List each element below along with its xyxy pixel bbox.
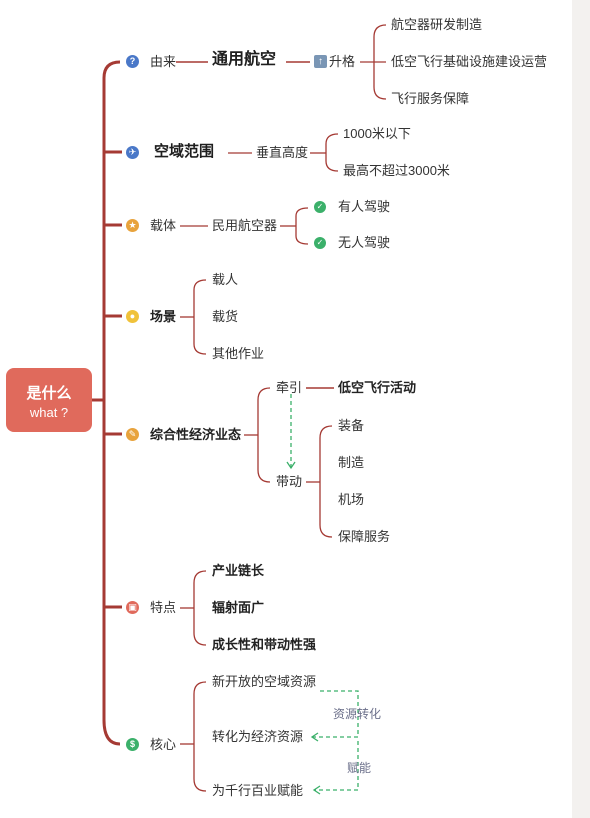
question-icon: ? (126, 55, 139, 68)
main-trunk (102, 60, 121, 746)
dollar-icon: $ (126, 738, 139, 751)
note-empower: 赋能 (347, 761, 372, 775)
bracket-scenario-leaves (193, 279, 207, 355)
leaf-aircraft-rd: 航空器研发制造 (391, 17, 483, 32)
leaf-airport: 机场 (338, 492, 365, 507)
traction-node: 牵引 (276, 380, 303, 395)
leaf-equipment: 装备 (338, 418, 365, 433)
leaf-economic-resource: 转化为经济资源 (212, 729, 304, 744)
bracket-aircraft-leaves (295, 207, 309, 245)
mindmap-canvas: 是什么 what ? ? 由来 通用航空 ↑ 升格 航空器研发制造 低空飞行基础… (0, 0, 572, 818)
leaf-low-altitude-flight: 低空飞行活动 (338, 380, 417, 395)
bracket-drive-leaves (319, 425, 333, 538)
leaf-max-3000m: 最高不超过3000米 (343, 163, 450, 178)
check-icon: ✓ (314, 237, 326, 249)
leaf-other-work: 其他作业 (212, 346, 265, 361)
leaf-support-service: 保障服务 (338, 529, 391, 544)
root-title: 是什么 (26, 385, 72, 402)
dashed-empower (314, 741, 359, 791)
leaf-empower-industries: 为千行百业赋能 (212, 783, 304, 798)
upgrade-label: 升格 (329, 54, 356, 69)
bracket-features-leaves (193, 570, 207, 646)
leaf-below-1000m: 1000米以下 (343, 126, 411, 141)
leaf-new-airspace: 新开放的空域资源 (212, 674, 317, 689)
root-subtitle: what ? (29, 405, 69, 420)
airplane-icon: ✈ (126, 146, 139, 159)
leaf-long-chain: 产业链长 (212, 563, 265, 578)
leaf-passenger: 载人 (212, 272, 239, 287)
branch-features-label: 特点 (150, 600, 177, 615)
leaf-wide-radiation: 辐射面广 (212, 600, 265, 615)
leaf-infrastructure: 低空飞行基础设施建设运营 (391, 54, 548, 69)
leaf-cargo: 载货 (212, 309, 239, 324)
drive-node: 带动 (276, 474, 303, 489)
upgrade-arrow-icon: ↑ (314, 55, 327, 68)
leaf-manufacturing: 制造 (338, 455, 365, 470)
branch-airspace-label: 空域范围 (154, 143, 215, 160)
star-icon: ★ (126, 219, 139, 232)
dashed-resource-conversion (312, 690, 359, 738)
bracket-height-leaves (325, 133, 339, 172)
leaf-unmanned: 无人驾驶 (338, 235, 391, 250)
leaf-flight-service: 飞行服务保障 (391, 91, 470, 106)
branch-core-label: 核心 (150, 737, 177, 752)
check-icon: ✓ (314, 201, 326, 213)
bracket-core-leaves (193, 681, 207, 792)
root-node[interactable]: 是什么 what ? (6, 368, 92, 432)
civil-aircraft-node: 民用航空器 (212, 218, 278, 233)
lightbulb-icon: ● (126, 310, 139, 323)
leaf-growth-drive: 成长性和带动性强 (212, 637, 317, 652)
pencil-icon: ✎ (126, 428, 139, 441)
branch-origin-label: 由来 (150, 54, 177, 69)
vertical-height-node: 垂直高度 (256, 145, 309, 160)
dashed-arrow-head (286, 461, 296, 470)
bracket-economy-leaves (257, 387, 271, 483)
branch-scenario-label: 场景 (150, 309, 177, 324)
connector-lines (92, 24, 387, 795)
branch-economy-label: 综合性经济业态 (150, 427, 242, 442)
leaf-manned: 有人驾驶 (338, 199, 391, 214)
branch-carrier-label: 载体 (150, 218, 177, 233)
dashed-arrow-head-2 (312, 785, 321, 795)
note-resource-conversion: 资源转化 (333, 707, 382, 721)
dashed-arrow-head-1 (310, 732, 319, 742)
briefcase-icon: ▣ (126, 601, 139, 614)
general-aviation-node: 通用航空 (212, 51, 277, 68)
